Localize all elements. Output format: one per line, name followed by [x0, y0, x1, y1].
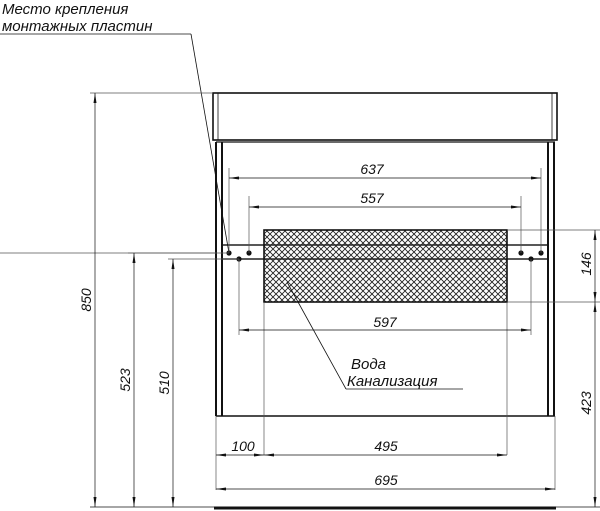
- dim-637: 637: [360, 161, 385, 177]
- pipe-note-leader: [286, 281, 463, 390]
- cabinet-body: [215, 141, 555, 417]
- dim-695: 695: [374, 472, 398, 488]
- dim-597: 597: [373, 314, 398, 330]
- dim-523: 523: [117, 368, 133, 392]
- pipe-zone-hatch: [263, 229, 508, 303]
- dim-423: 423: [578, 391, 594, 415]
- pipe-note-line2: Канализация: [347, 373, 438, 390]
- dim-510: 510: [156, 371, 172, 395]
- vertical-dimensions: [93, 93, 597, 507]
- dim-557: 557: [360, 190, 385, 206]
- pipe-note-line1: Вода: [351, 356, 386, 373]
- dim-100: 100: [231, 438, 255, 454]
- mount-note-line2: монтажных пластин: [2, 18, 152, 35]
- dim-850: 850: [78, 288, 94, 312]
- dim-146: 146: [578, 252, 594, 276]
- extension-lines: [0, 92, 600, 490]
- mount-note-leader: [0, 33, 230, 254]
- dim-495: 495: [374, 438, 398, 454]
- mount-note-line1: Место крепления: [2, 1, 128, 18]
- horizontal-dimensions: [216, 176, 555, 491]
- countertop: [212, 92, 558, 141]
